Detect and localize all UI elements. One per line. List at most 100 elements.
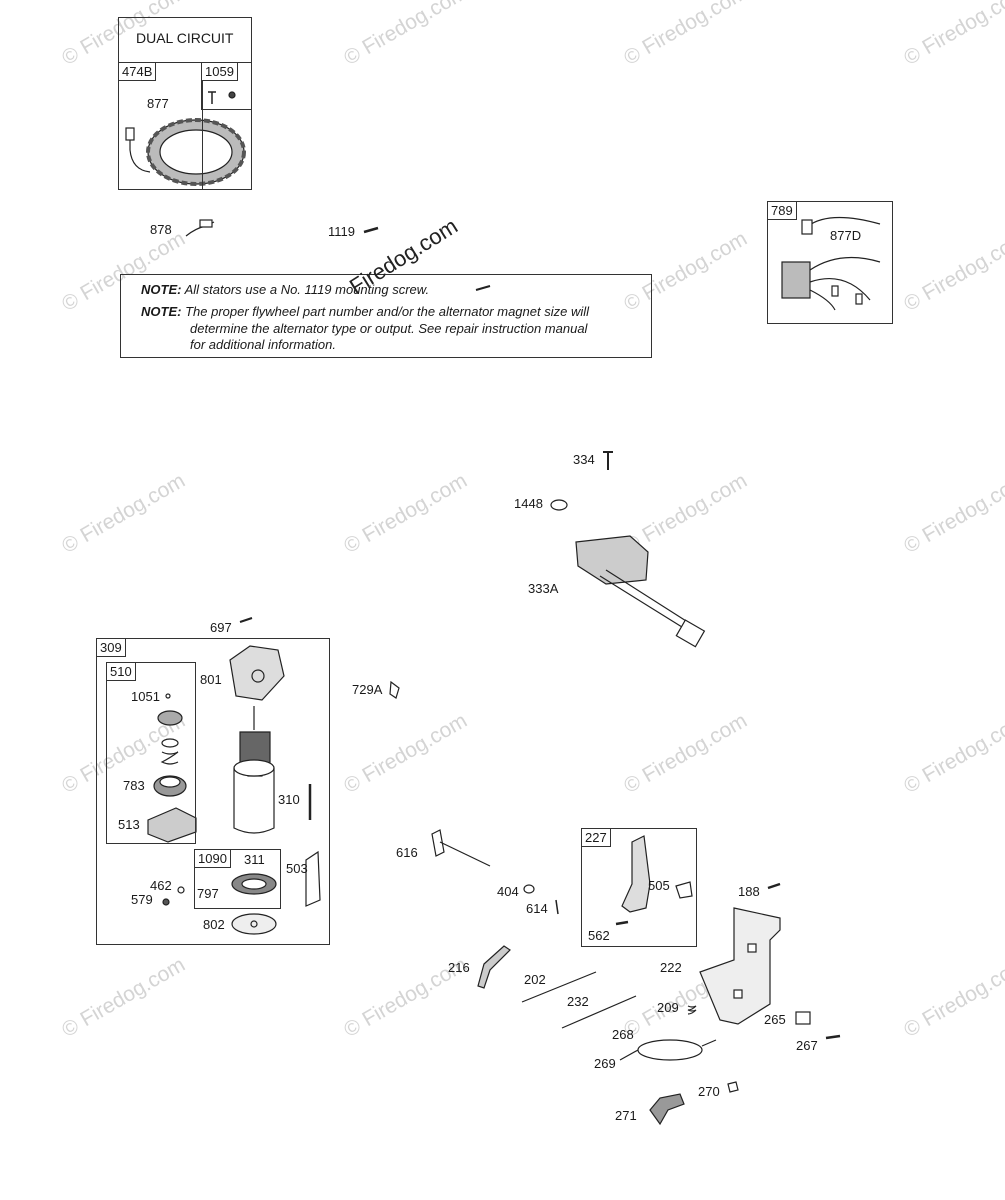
governor-shaft-icon [431,829,491,867]
nut-icon [228,91,236,99]
nut-icon [675,881,693,899]
part-783-label: 783 [123,778,145,793]
part-188-label: 188 [738,884,760,899]
stator-icon [146,118,246,186]
kit-1090-tag: 1090 [194,849,231,868]
part-877d-label: 877D [830,228,862,243]
screw-icon [363,226,379,234]
part-202-label: 202 [524,972,546,987]
stator-lead-icon [129,132,151,173]
control-bracket-icon [699,907,781,1025]
pinion-gear-icon [153,775,187,797]
wire-harness-icon [781,216,881,311]
part-802-label: 802 [203,917,225,932]
kit-1059-tag: 1059 [201,62,238,81]
part-505-label: 505 [648,878,670,893]
part-216-label: 216 [448,960,470,975]
part-513-label: 513 [118,817,140,832]
part-209-label: 209 [657,1000,679,1015]
kit-309-tag: 309 [96,638,126,657]
motor-housing-icon [233,759,275,834]
part-797-label: 797 [197,886,219,901]
control-lever-icon [621,835,651,913]
screw-icon [825,1034,841,1040]
pin-icon [555,899,559,915]
part-334-label: 334 [573,452,595,467]
part-878-label: 878 [150,222,172,237]
part-310-label: 310 [278,792,300,807]
kit-474b-tag: 474B [118,62,157,81]
ignition-armature-icon [575,535,706,648]
part-265-label: 265 [764,1012,786,1027]
part-268-label: 268 [612,1027,634,1042]
clip-icon [389,680,400,699]
part-333a-label: 333A [528,581,559,596]
bracket-icon [305,850,321,907]
part-614-label: 614 [526,901,548,916]
nut-icon [727,1081,739,1093]
part-616-label: 616 [396,845,418,860]
screw-icon [239,617,253,623]
screw-icon [767,882,781,890]
link-icon [477,945,511,989]
note-2-line-1: The proper flywheel part number and/or t… [185,304,590,319]
spacer-icon [161,738,179,748]
note-2-label: NOTE: [141,304,182,319]
brush-holder-icon [231,873,277,895]
part-503-label: 503 [286,861,308,876]
kit-789-tag: 789 [767,201,797,220]
kit-510-box [106,662,196,844]
note-1-text: All stators use a No. 1119 mounting scre… [184,282,430,297]
part-562-label: 562 [588,928,610,943]
part-1051-label: 1051 [131,689,160,704]
part-404-label: 404 [497,884,519,899]
part-1448-label: 1448 [514,496,543,511]
dual-circuit-title: DUAL CIRCUIT [136,30,234,46]
kit-227-tag: 227 [581,828,611,847]
nut-icon [162,898,170,906]
part-697-label: 697 [210,620,232,635]
kit-510-tag: 510 [106,662,136,681]
drive-housing-icon [147,807,197,843]
collar-icon [157,710,183,726]
end-cap-icon [231,913,277,935]
washer-icon [177,886,185,894]
part-1119-label: 1119 [328,224,355,239]
part-269-label: 269 [594,1056,616,1071]
part-877-label: 877 [147,96,169,111]
kit-789-box [767,201,893,324]
governor-rod-icon [521,971,597,1003]
spring-icon [687,1005,697,1015]
part-271-label: 271 [615,1108,637,1123]
choke-cable-icon [619,1039,717,1061]
part-270-label: 270 [698,1084,720,1099]
lever-icon [649,1093,685,1126]
note-2-line-2: determine the alternator type or output.… [190,321,588,336]
spring-link-icon [561,995,637,1029]
screw-icon [603,451,613,470]
part-267-label: 267 [796,1038,818,1053]
part-222-label: 222 [660,960,682,975]
part-232-label: 232 [567,994,589,1009]
note-1-label: NOTE: [141,282,182,297]
note-2-line-3: for additional information. [190,337,336,352]
spring-icon [160,751,179,765]
kit-474b-box [118,62,203,190]
screw-icon [475,285,491,291]
note-box: NOTE: All stators use a No. 1119 mountin… [120,274,652,358]
washer-icon [523,884,535,894]
part-311-label: 311 [244,852,265,867]
cable-clamp-icon [795,1011,811,1025]
part-579-label: 579 [131,892,153,907]
part-729a-label: 729A [352,682,383,697]
screw-icon [208,91,216,104]
starter-bracket-icon [229,645,285,701]
part-801-label: 801 [200,672,222,687]
screw-icon [615,920,629,926]
kit-309-box [96,638,330,945]
part-462-label: 462 [150,878,172,893]
kit-1090-box [194,849,281,909]
retainer-icon [165,693,171,699]
